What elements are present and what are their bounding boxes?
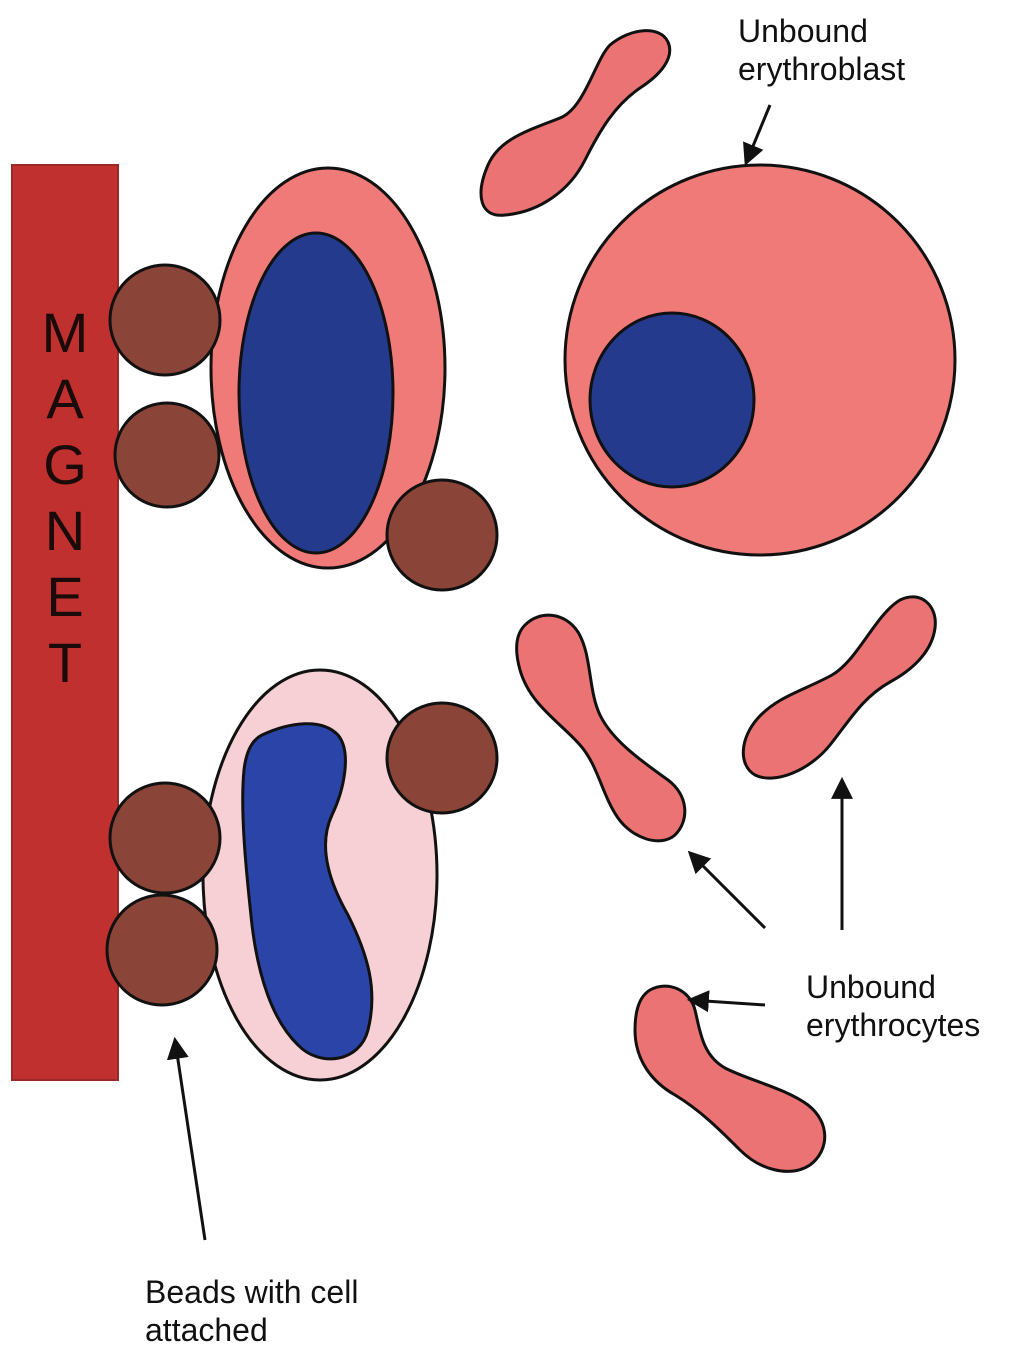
label-unbound-erythroblast: Unbound erythroblast <box>738 12 905 88</box>
erythrocyte-middle-left <box>517 615 685 841</box>
magnet-letter: T <box>12 630 118 696</box>
erythrocyte-top <box>481 31 670 216</box>
unbound-erythroblast-nucleus <box>590 313 754 487</box>
magnet-letter: E <box>12 564 118 630</box>
erythrocyte-bottom <box>635 986 825 1171</box>
label-beads-with-cell: Beads with cell attached <box>145 1273 358 1349</box>
bead <box>110 265 220 375</box>
bead <box>115 403 219 507</box>
label-unbound-erythrocytes: Unbound erythrocytes <box>806 968 980 1044</box>
bead <box>107 895 217 1005</box>
arrow-to-erythroblast <box>746 105 770 163</box>
arrow-to-erythrocyte-bottom <box>690 1000 765 1005</box>
arrow-to-beads <box>175 1040 205 1240</box>
bead <box>387 703 497 813</box>
magnet-letter: M <box>12 300 118 366</box>
bead <box>387 480 497 590</box>
magnet-letter: G <box>12 432 118 498</box>
erythrocyte-middle-right <box>743 597 935 778</box>
arrow-to-erythrocyte-middle-left <box>690 853 765 928</box>
magnet-label: M A G N E T <box>12 300 118 696</box>
bead <box>110 783 220 893</box>
magnet-letter: N <box>12 498 118 564</box>
magnet-letter: A <box>12 366 118 432</box>
unbound-erythroblast <box>565 165 955 555</box>
bound-erythroblast-nucleus <box>239 233 393 553</box>
